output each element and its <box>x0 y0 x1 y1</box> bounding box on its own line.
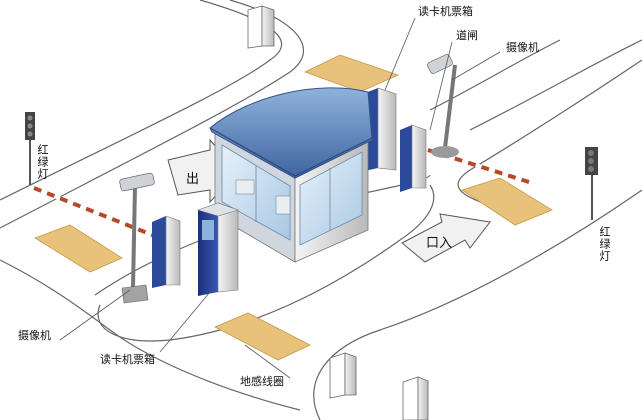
traffic-light-left <box>25 112 35 185</box>
traffic-light-right <box>585 147 598 220</box>
label-barrier: 道闸 <box>456 29 478 42</box>
box-top <box>247 5 275 49</box>
barrier-left <box>33 186 181 288</box>
label-camera-bottom: 摄像机 <box>18 329 51 342</box>
loop-bottom <box>214 312 311 361</box>
barrier-top <box>400 124 533 192</box>
reader-kiosk-bottom <box>197 202 239 296</box>
loop-left <box>34 224 123 273</box>
label-exit: 出 <box>186 172 200 187</box>
label-entry: 口入 <box>426 236 453 251</box>
loop-detectors <box>34 54 553 361</box>
box-bottom-1 <box>329 352 357 399</box>
camera-top <box>427 54 459 158</box>
guard-booth <box>209 87 373 263</box>
leader-lines <box>59 17 501 379</box>
label-camera-top: 摄像机 <box>506 41 539 54</box>
label-light-right: 红绿灯 <box>598 226 611 262</box>
entry-arrow <box>401 213 491 263</box>
label-loop: 地感线圈 <box>240 375 284 388</box>
label-light-left: 红绿灯 <box>36 144 49 180</box>
label-reader-top: 读卡机票箱 <box>418 5 473 18</box>
loop-top <box>303 54 400 93</box>
camera-bottom <box>119 172 155 304</box>
box-bottom-2 <box>402 376 429 420</box>
loop-right <box>461 177 553 226</box>
label-reader-bottom: 读卡机票箱 <box>100 353 155 366</box>
